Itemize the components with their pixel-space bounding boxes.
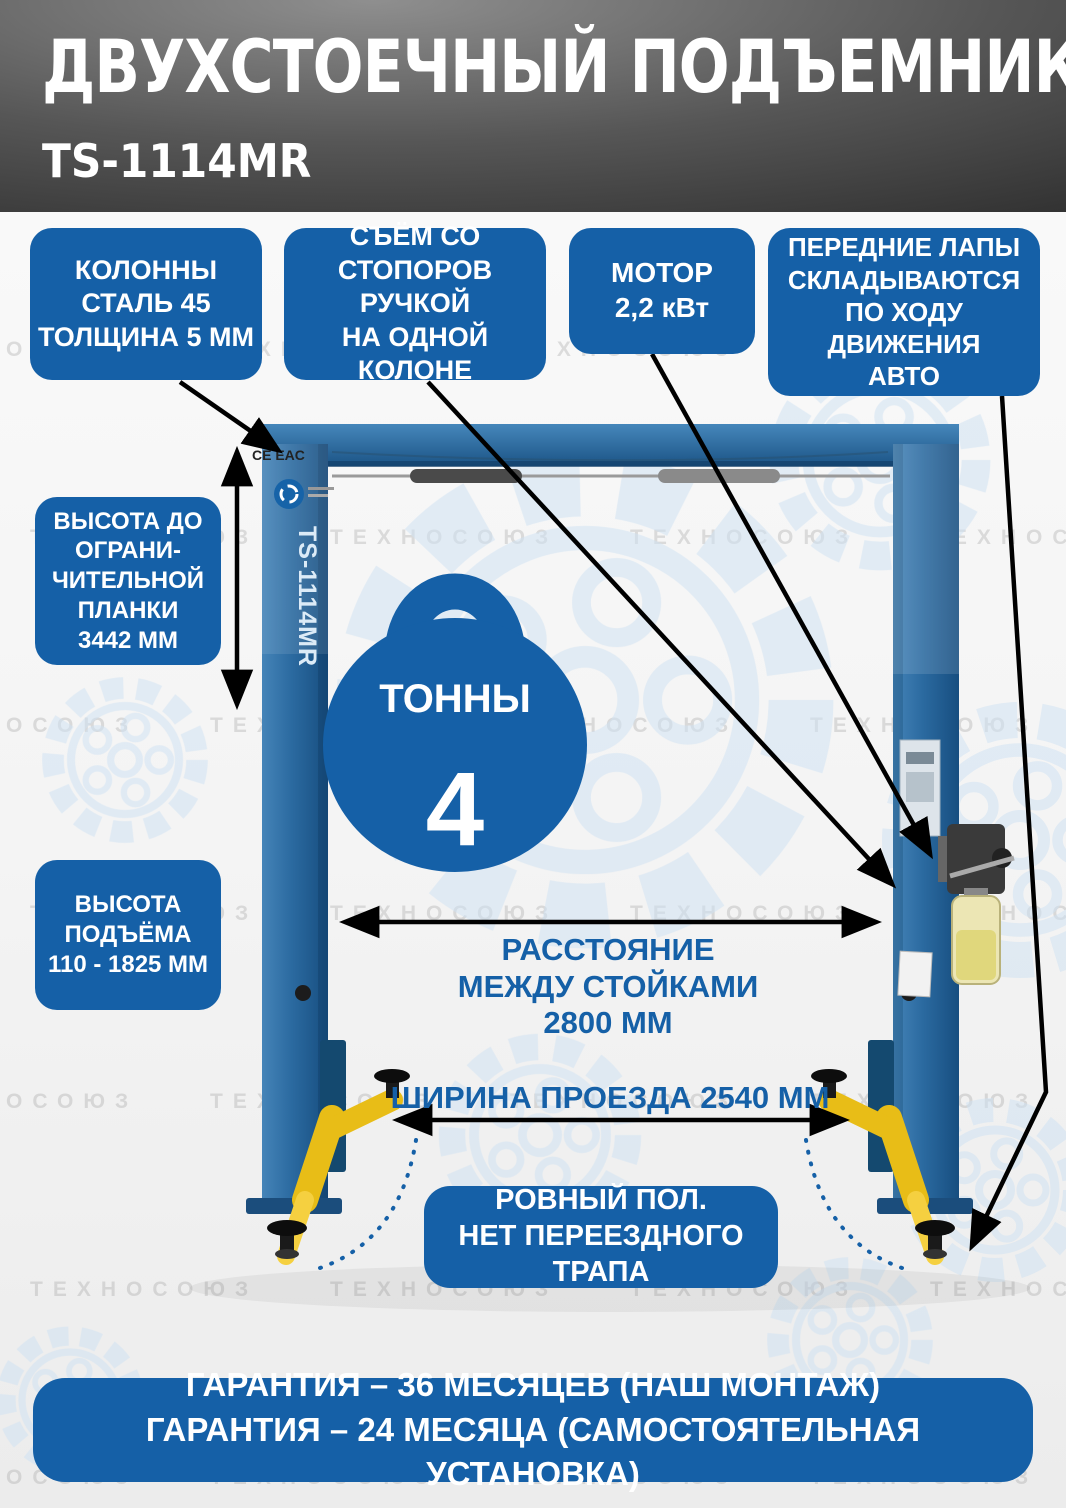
callout-line: СКЛАДЫВАЮТСЯ (787, 264, 1021, 295)
watermark-text: ТЕХНОСОЮЗ (930, 1278, 1066, 1301)
callout-motor: МОТОР 2,2 кВт (569, 228, 755, 354)
arrow-columns-pointer (178, 380, 283, 454)
callout-line: РОВНЫЙ ПОЛ. (495, 1184, 707, 1217)
warranty-line: ГАРАНТИЯ – 36 МЕСЯЦЕВ (НАШ МОНТАЖ) (185, 1366, 881, 1404)
callout-line: ТОЛЩИНА 5 ММ (37, 321, 254, 352)
warranty-banner: ГАРАНТИЯ – 36 МЕСЯЦЕВ (НАШ МОНТАЖ) ГАРАН… (33, 1366, 1033, 1492)
motor-unit (938, 824, 1015, 894)
callout-line: ВЫСОТА ДО (53, 507, 203, 535)
pad-left-rear (267, 1220, 307, 1259)
callout-line: СТАЛЬ 45 (81, 288, 211, 319)
callout-front-arms: ПЕРЕДНИЕ ЛАПЫ СКЛАДЫВАЮТСЯ ПО ХОДУ ДВИЖЕ… (768, 228, 1040, 396)
watermark-text: ТЕХНОСОЮЗ (930, 526, 1066, 549)
capacity-label: ТОННЫ (379, 677, 530, 721)
callout-line: ПО ХОДУ ДВИЖЕНИЯ (827, 296, 981, 360)
left-column-hole (295, 985, 311, 1001)
control-panel (899, 739, 941, 837)
header: ДВУХСТОЕЧНЫЙ ПОДЪЕМНИК TS-1114MR (0, 0, 1066, 212)
callout-line: НА ОДНОЙ КОЛОНЕ (341, 321, 489, 386)
callout-columns: КОЛОННЫ СТАЛЬ 45 ТОЛЩИНА 5 ММ (30, 228, 262, 380)
ce-eac-marks: CE EAC (252, 447, 305, 463)
distance-between-posts-label: РАССТОЯНИЕ МЕЖДУ СТОЙКАМИ 2800 ММ (428, 932, 788, 1042)
callout-line: ПЛАНКИ (77, 596, 179, 624)
callout-line: ПЕРЕДНИЕ ЛАПЫ (787, 232, 1021, 263)
arm-left-front (323, 1089, 403, 1139)
pad-left-front (374, 1069, 410, 1098)
callout-line: НЕТ ПЕРЕЕЗДНОГО ТРАПА (458, 1220, 744, 1288)
callout-line: СТОПОРОВ РУЧКОЙ (337, 254, 493, 319)
drive-width-label: ШИРИНА ПРОЕЗДА 2540 ММ (330, 1080, 890, 1117)
label-line: РАССТОЯНИЕ (501, 932, 715, 967)
label-line: 2800 ММ (543, 1005, 673, 1041)
lift-illustration: CE EAC TS-1114MR (190, 424, 1030, 1312)
callout-line: 3442 ММ (77, 626, 179, 654)
arc-arm-swing-left (318, 1138, 418, 1270)
arrow-locks-pointer (426, 380, 897, 889)
column-sticker (897, 950, 933, 998)
label-line: МЕЖДУ СТОЙКАМИ (457, 968, 759, 1004)
floor-shadow (190, 1264, 1030, 1312)
callout-height-to-limit-bar: ВЫСОТА ДО ОГРАНИ- ЧИТЕЛЬНОЙ ПЛАНКИ 3442 … (35, 497, 221, 665)
limit-bar (332, 469, 890, 483)
crossbar (262, 424, 959, 467)
callout-lift-height: ВЫСОТА ПОДЪЁМА 110 - 1825 ММ (35, 860, 221, 1010)
callout-line: 110 - 1825 ММ (47, 950, 209, 978)
brand-logo (274, 479, 334, 509)
callout-line: ОГРАНИ- (74, 537, 182, 565)
floor-note: РОВНЫЙ ПОЛ. НЕТ ПЕРЕЕЗДНОГО ТРАПА (424, 1184, 778, 1288)
watermark-text: ТЕХНОСОЮЗ (30, 1278, 259, 1301)
capacity-value: 4 (426, 751, 484, 868)
arrow-motor-pointer (650, 352, 933, 860)
poster-model: TS-1114MR (42, 134, 312, 188)
callout-line: АВТО (867, 361, 941, 392)
callout-line: 2,2 кВт (614, 292, 710, 323)
column-model-label: TS-1114MR (293, 526, 321, 667)
callout-line: ЧИТЕЛЬНОЙ (51, 567, 205, 595)
poster-title: ДВУХСТОЕЧНЫЙ ПОДЪЕМНИК (42, 24, 1066, 111)
oil-reservoir (951, 888, 1001, 985)
callout-locks: СЪЁМ СО СТОПОРОВ РУЧКОЙ НА ОДНОЙ КОЛОНЕ (284, 221, 546, 385)
callout-line: ПОДЪЁМА (64, 921, 192, 949)
arc-arm-swing-right (804, 1138, 904, 1270)
callout-line: КОЛОННЫ (74, 254, 218, 285)
callout-line: МОТОР (611, 257, 713, 289)
lock-release-handle (949, 855, 1015, 879)
warranty-line: ГАРАНТИЯ – 24 МЕСЯЦА (САМОСТОЯТЕЛЬНАЯ УС… (145, 1410, 921, 1493)
callout-line: ВЫСОТА (74, 891, 182, 919)
label-line: ШИРИНА ПРОЕЗДА 2540 ММ (390, 1080, 830, 1115)
annotation-arrows (178, 352, 1049, 1252)
callout-line: СЪЁМ СО (349, 221, 481, 252)
pad-right-rear (915, 1220, 955, 1259)
kettlebell-body (323, 618, 587, 872)
watermark-text: ТЕХНОСОЮЗ (0, 1090, 139, 1113)
capacity-kettlebell: ТОННЫ 4 (323, 573, 587, 872)
arrow-front-arms-pointer (969, 395, 1049, 1252)
pad-right-front (811, 1069, 847, 1098)
